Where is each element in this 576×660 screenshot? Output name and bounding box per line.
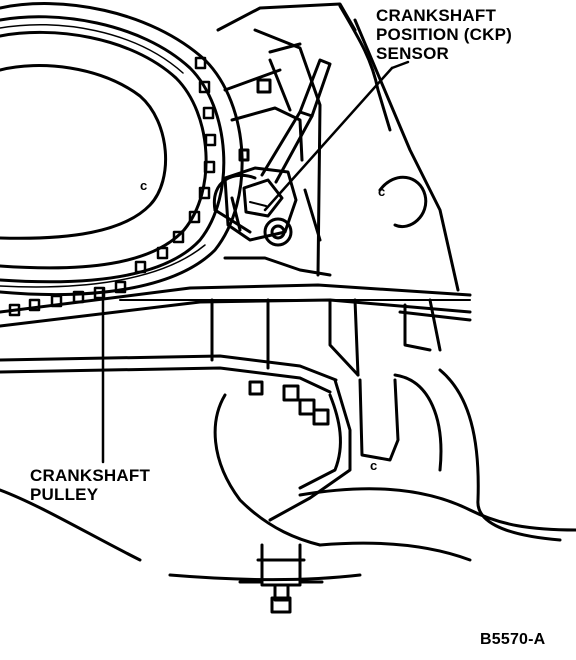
figure-code: B5570-A (480, 631, 546, 648)
ckp-label-line-1: CRANKSHAFT (376, 6, 497, 25)
ckp-leader-line (265, 62, 408, 210)
drain-bolt (240, 545, 322, 612)
lower-bracket (0, 370, 576, 580)
ckp-label-line-3: SENSOR (376, 44, 449, 63)
ckp-sensor (225, 60, 330, 245)
bracket-mark-lower: c (370, 458, 377, 473)
pulley-label-line-2: PULLEY (30, 485, 99, 504)
pulley-mark: c (140, 178, 147, 193)
crankshaft-pulley-label: CRANKSHAFT PULLEY (30, 466, 150, 504)
engine-structure (214, 4, 458, 290)
bracket-mark-right: c (378, 184, 385, 199)
crossmember (0, 285, 470, 392)
ckp-label-line-2: POSITION (CKP) (376, 25, 512, 44)
ckp-sensor-label: CRANKSHAFT POSITION (CKP) SENSOR (376, 6, 512, 63)
crankshaft-pulley (0, 4, 242, 295)
pulley-label-line-1: CRANKSHAFT (30, 466, 151, 485)
